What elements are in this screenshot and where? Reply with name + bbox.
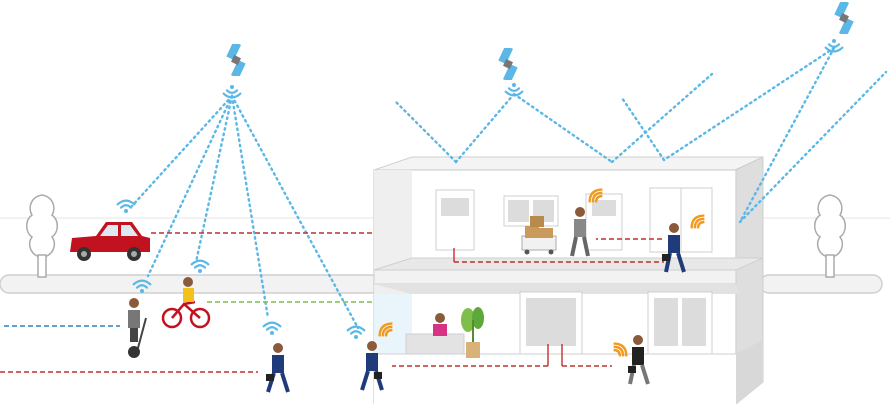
- plant-icon: [461, 307, 484, 358]
- bicycle-icon: [161, 277, 211, 329]
- wifi-icon: [262, 321, 282, 336]
- tree-icon: [25, 194, 59, 278]
- satellite-icon: [226, 44, 246, 76]
- red-tracks: [0, 232, 664, 373]
- car-icon: [70, 222, 150, 261]
- package-cart-icon: [521, 216, 557, 255]
- wifi-icon: [190, 259, 210, 274]
- person-icon: [662, 223, 686, 273]
- segway-icon: [128, 298, 147, 358]
- building: [373, 156, 764, 404]
- road-right: [759, 274, 883, 294]
- person-icon: [570, 207, 590, 257]
- person-icon: [433, 313, 447, 336]
- gnss-signals: [130, 46, 888, 330]
- tree-icon: [813, 194, 847, 278]
- person-icon: [628, 335, 650, 385]
- satellite-icon: [834, 2, 854, 34]
- wifi-icon: [346, 325, 366, 340]
- person-icon: [266, 343, 290, 393]
- person-icon: [360, 341, 384, 391]
- satellite-icon: [498, 48, 518, 80]
